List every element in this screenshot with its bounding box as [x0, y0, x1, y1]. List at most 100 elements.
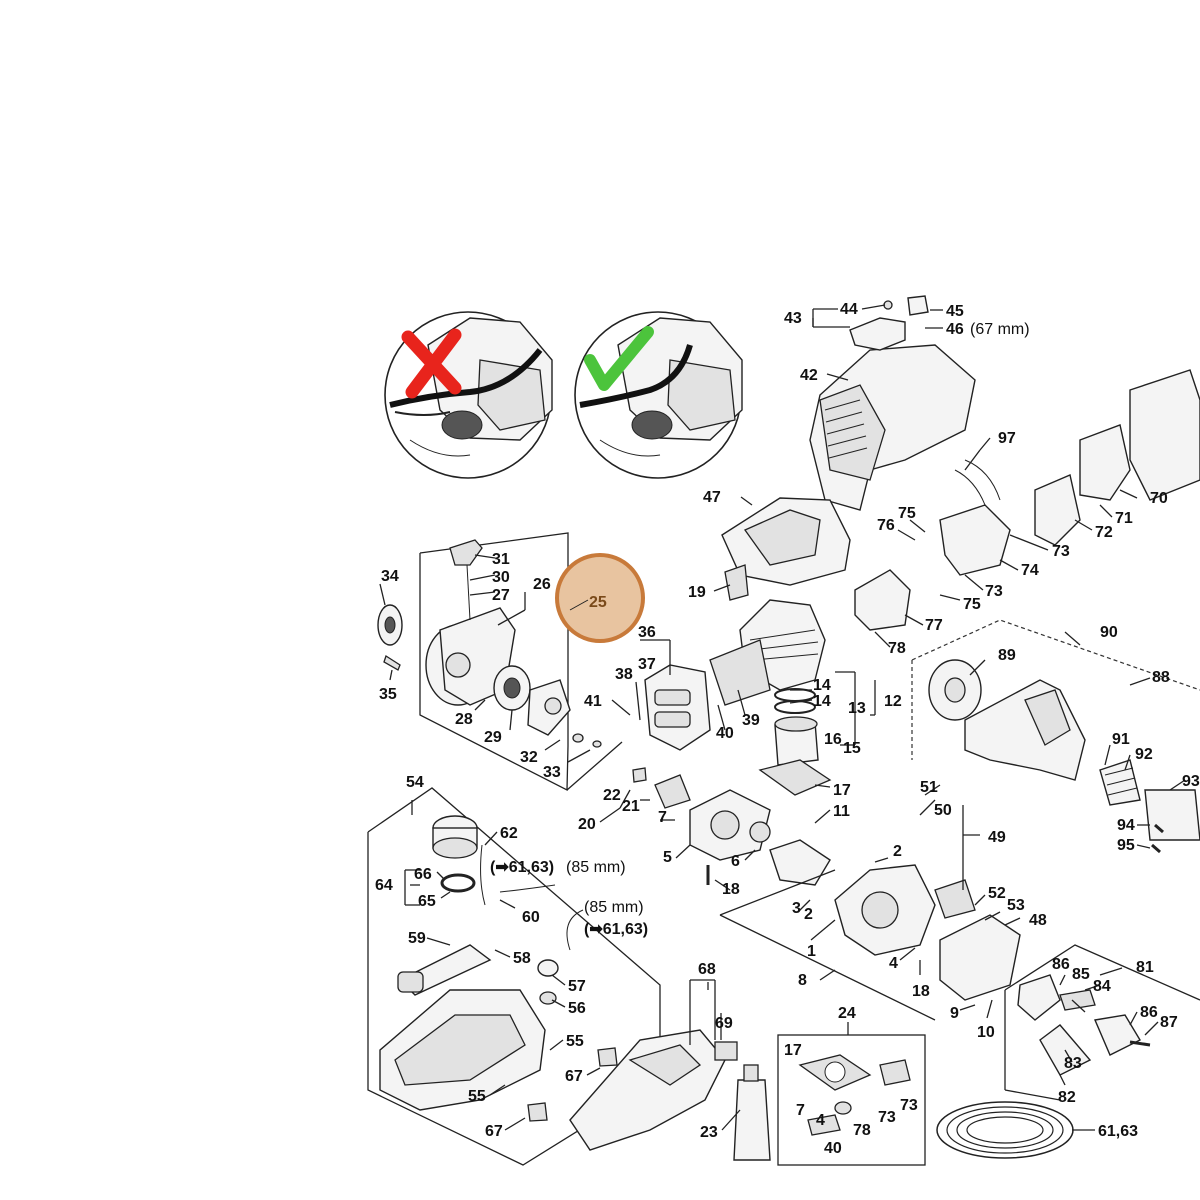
callout-ref1-note: (85 mm) — [566, 859, 626, 876]
callout-20: 20 — [578, 816, 596, 833]
callout-2: 2 — [893, 843, 902, 860]
starter-group — [377, 532, 623, 792]
callout-11: 11 — [833, 803, 850, 820]
callout-1: 1 — [807, 943, 816, 960]
callout-60: 60 — [522, 909, 540, 926]
callout-65: 65 — [418, 893, 436, 910]
check-mark-icon — [584, 326, 654, 391]
callout-86a: 86 — [1052, 956, 1070, 973]
callout-45: 45 — [946, 303, 964, 320]
detail-wrong — [384, 311, 553, 479]
callout-25[interactable]: 25 — [589, 594, 607, 611]
callout-59: 59 — [408, 930, 426, 947]
callout-labels: 25 31 30 27 26 28 29 32 33 34 35 36 37 3… — [375, 301, 1200, 1157]
callout-27: 27 — [492, 587, 510, 604]
callout-87: 87 — [1160, 1014, 1178, 1031]
callout-68: 68 — [698, 961, 716, 978]
gasket-kit-24 — [777, 1034, 926, 1166]
callout-91: 91 — [1112, 731, 1130, 748]
callout-46-note: (67 mm) — [970, 321, 1030, 338]
callout-19: 19 — [688, 584, 706, 601]
callout-78b: 78 — [853, 1122, 871, 1139]
callout-70: 70 — [1150, 490, 1168, 507]
callout-2b: 2 — [804, 906, 813, 923]
callout-41: 41 — [584, 693, 602, 710]
callout-14a: 14 — [813, 677, 831, 694]
callout-37: 37 — [638, 656, 656, 673]
callout-97: 97 — [998, 430, 1016, 447]
callout-71: 71 — [1115, 510, 1133, 527]
callout-46: 46 — [946, 321, 964, 338]
callout-58: 58 — [513, 950, 531, 967]
callout-23: 23 — [700, 1124, 718, 1141]
callout-13: 13 — [848, 700, 866, 717]
callout-85: 85 — [1072, 966, 1090, 983]
callout-61-63: 61,63 — [1098, 1123, 1138, 1140]
callout-90: 90 — [1100, 624, 1118, 641]
callout-39: 39 — [742, 712, 760, 729]
callout-9: 9 — [950, 1005, 959, 1022]
callout-43: 43 — [784, 310, 802, 327]
callout-92: 92 — [1135, 746, 1153, 763]
callout-69: 69 — [715, 1015, 733, 1032]
callout-62: 62 — [500, 825, 518, 842]
callout-24: 24 — [838, 1005, 856, 1022]
callout-26: 26 — [533, 576, 551, 593]
cover-68 — [569, 979, 771, 1161]
callout-81: 81 — [1136, 959, 1154, 976]
callout-34: 34 — [381, 568, 399, 585]
callout-48: 48 — [1029, 912, 1047, 929]
callout-ref2-note: (85 mm) — [584, 899, 644, 916]
detail-correct — [574, 311, 743, 479]
callout-44: 44 — [840, 301, 858, 318]
callout-36: 36 — [638, 624, 656, 641]
callout-ref2: (➡61,63) — [584, 921, 648, 938]
callout-73c: 73 — [1052, 543, 1070, 560]
callout-38: 38 — [615, 666, 633, 683]
callout-93: 93 — [1182, 773, 1200, 790]
callout-73b: 73 — [900, 1097, 918, 1114]
callout-16: 16 — [824, 731, 842, 748]
callout-95: 95 — [1117, 837, 1135, 854]
callout-74: 74 — [1021, 562, 1039, 579]
tank-group — [367, 787, 661, 1166]
callout-55b: 55 — [468, 1088, 486, 1105]
callout-25-highlight[interactable] — [555, 553, 645, 643]
callout-8: 8 — [798, 972, 807, 989]
callout-21: 21 — [622, 798, 640, 815]
callout-6: 6 — [731, 853, 740, 870]
callout-73a: 73 — [878, 1109, 896, 1126]
callout-66: 66 — [414, 866, 432, 883]
callout-40: 40 — [716, 725, 734, 742]
callout-4b: 4 — [816, 1112, 825, 1129]
callout-56: 56 — [568, 1000, 586, 1017]
callout-78: 78 — [888, 640, 906, 657]
callout-54: 54 — [406, 774, 424, 791]
callout-22: 22 — [603, 787, 621, 804]
callout-50: 50 — [934, 802, 952, 819]
callout-88: 88 — [1152, 669, 1170, 686]
callout-75b: 75 — [963, 596, 981, 613]
callout-83: 83 — [1064, 1055, 1082, 1072]
callout-55a: 55 — [566, 1033, 584, 1050]
callout-86b: 86 — [1140, 1004, 1158, 1021]
callout-7b: 7 — [796, 1102, 805, 1119]
engine-parts — [632, 295, 1200, 1001]
callout-28: 28 — [455, 711, 473, 728]
callout-64: 64 — [375, 877, 393, 894]
callout-32: 32 — [520, 749, 538, 766]
callout-75a: 75 — [898, 505, 916, 522]
callout-53: 53 — [1007, 897, 1025, 914]
callout-18: 18 — [722, 881, 740, 898]
leader-lines — [379, 304, 1186, 1131]
callout-17: 17 — [833, 782, 851, 799]
clutch-group — [911, 619, 1200, 854]
callout-47: 47 — [703, 489, 721, 506]
callout-94: 94 — [1117, 817, 1135, 834]
callout-49: 49 — [988, 829, 1006, 846]
callout-51: 51 — [920, 779, 938, 796]
callout-7: 7 — [658, 809, 667, 826]
callout-3: 3 — [792, 900, 801, 917]
callout-89: 89 — [998, 647, 1016, 664]
callout-30: 30 — [492, 569, 510, 586]
